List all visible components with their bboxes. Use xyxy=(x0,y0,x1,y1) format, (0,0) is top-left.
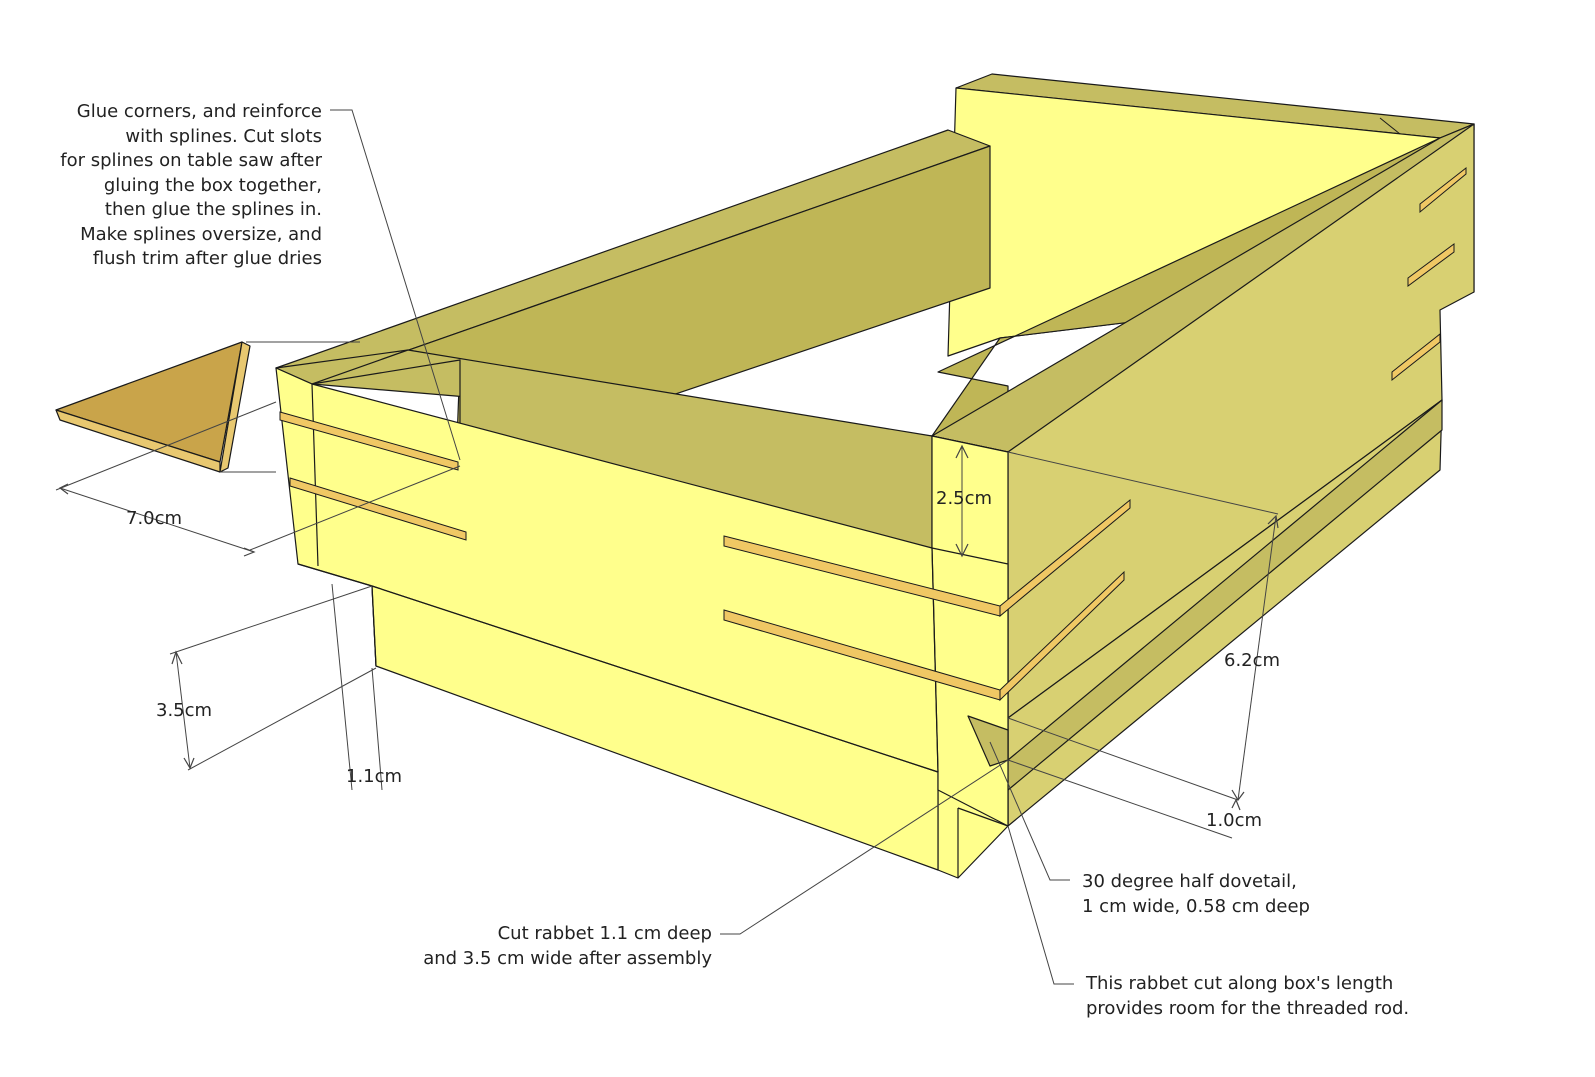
spline-slot xyxy=(999,570,1125,702)
spline-slot xyxy=(289,477,467,541)
dimension-spline-length: 7.0cm xyxy=(126,508,183,529)
glue-note-line: Glue corners, and reinforce xyxy=(76,101,322,122)
front-end-piece xyxy=(275,349,1009,879)
glue-note-line: gluing the box together, xyxy=(103,174,322,196)
spline-slot xyxy=(1391,332,1441,382)
spline-slot xyxy=(1407,243,1455,287)
dovetail-note-line: 30 degree half dovetail, xyxy=(1082,871,1297,892)
spline-piece xyxy=(55,341,251,473)
threaded-rod-note-line: This rabbet cut along box's length xyxy=(1086,973,1394,994)
dimension-rabbet-width: 3.5cm xyxy=(156,700,213,721)
spline-slot xyxy=(279,411,459,471)
glue-note-line: with splines. Cut slots xyxy=(125,125,322,147)
spline-slots xyxy=(279,166,1467,702)
threaded-rod-note-line: provides room for the threaded rod. xyxy=(1086,997,1410,1019)
dimension-rabbet-depth: 1.1cm xyxy=(346,766,403,787)
dimension-side-top-height: 2.5cm xyxy=(936,488,993,509)
glue-note-line: then glue the splines in. xyxy=(104,199,322,220)
dovetail-note-line: 1 cm wide, 0.58 cm deep xyxy=(1082,895,1310,917)
rabbet-note-line: Cut rabbet 1.1 cm deep xyxy=(497,923,712,944)
dimension-dovetail-width: 1.0cm xyxy=(1206,810,1263,831)
rabbet-note-line: and 3.5 cm wide after assembly xyxy=(423,947,712,969)
spline-slot xyxy=(1419,166,1467,214)
threaded-rod-note: This rabbet cut along box's length provi… xyxy=(1086,972,1409,1021)
glue-note-line: Make splines oversize, and xyxy=(80,223,322,245)
glue-note-line: for splines on table saw after xyxy=(60,150,322,171)
spline-slot xyxy=(999,498,1131,618)
dimension-arrowheads xyxy=(58,444,1279,811)
leader-lines xyxy=(55,109,1279,985)
right-long-side xyxy=(931,123,1475,827)
glue-note-line: flush trim after glue dries xyxy=(92,248,322,269)
half-dovetail-note: 30 degree half dovetail, 1 cm wide, 0.58… xyxy=(1082,870,1310,919)
dimension-box-height: 6.2cm xyxy=(1224,650,1281,671)
spline-piece-side xyxy=(219,341,251,473)
glue-corners-note: Glue corners, and reinforce with splines… xyxy=(30,100,322,272)
rabbet-cut-note: Cut rabbet 1.1 cm deep and 3.5 cm wide a… xyxy=(380,922,712,971)
